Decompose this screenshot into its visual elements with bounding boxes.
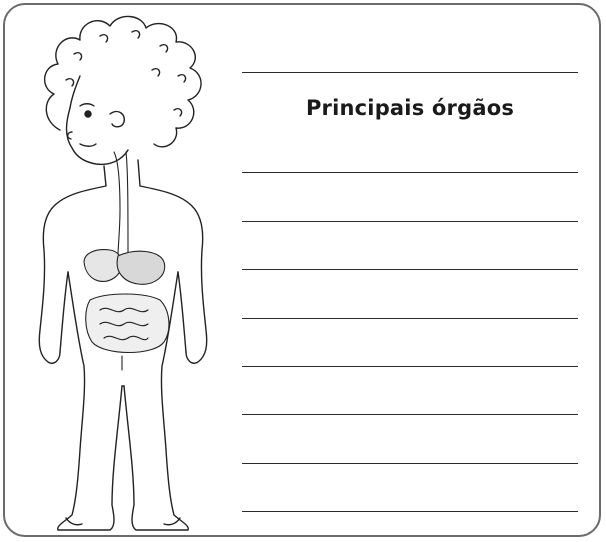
answer-line[interactable]	[242, 318, 578, 319]
answer-line[interactable]	[242, 269, 578, 270]
digestive-organs-icon	[83, 151, 170, 371]
hair-icon	[44, 15, 202, 148]
answer-line[interactable]	[242, 172, 578, 173]
answer-line[interactable]	[242, 366, 578, 367]
answer-line[interactable]	[242, 511, 578, 512]
worksheet-title: Principais órgãos	[305, 96, 515, 120]
answer-line[interactable]	[242, 221, 578, 222]
answer-line[interactable]	[242, 414, 578, 415]
top-rule	[242, 72, 578, 73]
body-outline-icon	[38, 159, 208, 531]
answer-line[interactable]	[242, 463, 578, 464]
face-icon	[65, 75, 129, 166]
child-digestive-system-illustration	[38, 15, 208, 531]
